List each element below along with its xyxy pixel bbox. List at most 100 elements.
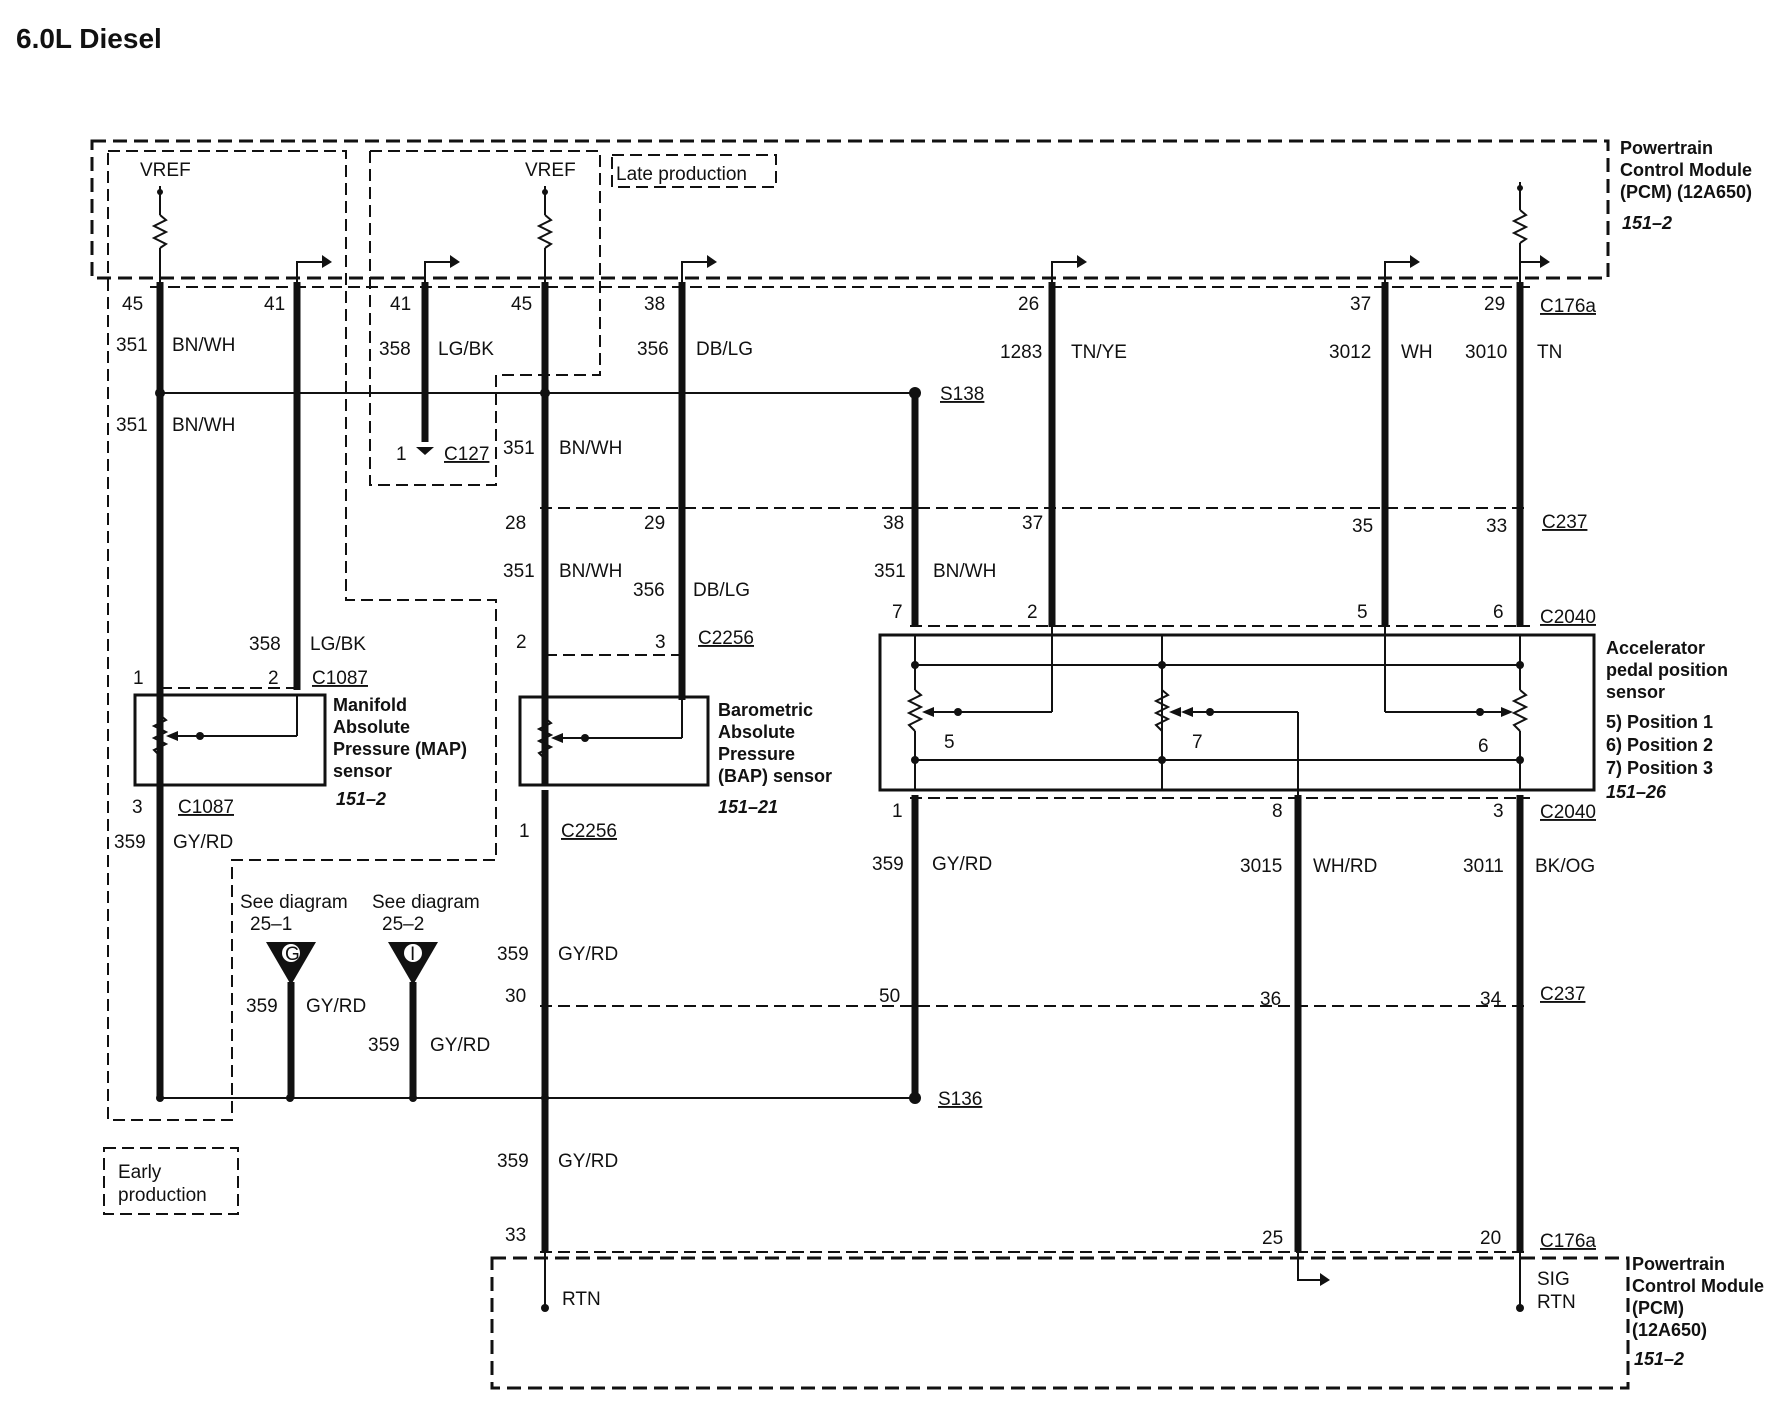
c176a-bottom-label: C176a bbox=[1540, 1231, 1596, 1252]
late-production-label: Late production bbox=[616, 164, 747, 185]
bap-sensor-ref: 151–21 bbox=[718, 797, 778, 817]
pin-number: 1 bbox=[519, 821, 530, 842]
wire-number: 358 bbox=[249, 634, 281, 655]
wire-color: BN/WH bbox=[172, 335, 235, 356]
vref-resistor-3 bbox=[1511, 182, 1529, 282]
wire-color: WH bbox=[1401, 342, 1433, 363]
wire-color: BN/WH bbox=[172, 415, 235, 436]
c237-top-label: C237 bbox=[1542, 512, 1587, 533]
pin-number: 41 bbox=[390, 294, 411, 315]
rtn-ground-icon bbox=[541, 1252, 549, 1312]
c2256-bottom-label: C2256 bbox=[561, 821, 617, 842]
map-sensor-label-2: Absolute bbox=[333, 717, 410, 737]
pin-number: 2 bbox=[268, 668, 279, 689]
sig-rtn-ground-icon bbox=[1516, 1252, 1524, 1312]
splice-dot bbox=[909, 1092, 921, 1104]
wire-number: 351 bbox=[503, 438, 535, 459]
c127-ground-icon bbox=[416, 447, 434, 455]
pin-number: 33 bbox=[1486, 516, 1507, 537]
splice-dot bbox=[909, 387, 921, 399]
bap-sensor-label-2: Absolute bbox=[718, 722, 795, 742]
pin-number: 38 bbox=[883, 513, 904, 534]
pcm-top-label-2: Control Module bbox=[1620, 160, 1752, 180]
wire-number: 351 bbox=[116, 415, 148, 436]
wire-number: 3012 bbox=[1329, 342, 1371, 363]
wire-number: 359 bbox=[246, 996, 278, 1017]
wire-number: 3011 bbox=[1463, 856, 1504, 877]
bap-sensor-resistor bbox=[536, 700, 683, 760]
bap-sensor-label: Barometric bbox=[718, 700, 813, 720]
pin-number: 37 bbox=[1350, 294, 1371, 315]
pin-number: 29 bbox=[644, 513, 665, 534]
sig-rtn-label-2: RTN bbox=[1537, 1292, 1576, 1313]
map-sensor-label-3: Pressure (MAP) bbox=[333, 739, 467, 759]
pin-number: 2 bbox=[516, 632, 527, 653]
pcm-top-boundary bbox=[90, 139, 1610, 280]
pin-number: 33 bbox=[505, 1225, 526, 1246]
wire-number: 356 bbox=[637, 339, 669, 360]
pin-number: 25 bbox=[1262, 1228, 1283, 1249]
pcm-bottom-label: Powertrain bbox=[1632, 1254, 1725, 1274]
wire-number: 3015 bbox=[1240, 856, 1282, 877]
pin-number: 28 bbox=[505, 513, 526, 534]
see-diagram-2-label: See diagram bbox=[372, 892, 480, 913]
wire-number: 356 bbox=[633, 580, 665, 601]
pin-number: 3 bbox=[1493, 801, 1504, 822]
early-production-outline bbox=[107, 150, 497, 1121]
early-production-box bbox=[103, 1147, 239, 1215]
wire-number: 351 bbox=[503, 561, 535, 582]
pin-number: 1 bbox=[892, 801, 903, 822]
pcm-bottom-label-3: (PCM) bbox=[1632, 1298, 1684, 1318]
app-sensor-internals bbox=[906, 627, 1529, 795]
app-position-2: 6) Position 2 bbox=[1606, 735, 1713, 755]
wire-color: BN/WH bbox=[933, 561, 996, 582]
app-sensor-box bbox=[878, 633, 1596, 792]
wire-color: GY/RD bbox=[558, 944, 618, 965]
pin-number: 26 bbox=[1018, 294, 1039, 315]
pcm-bottom-label-4: (12A650) bbox=[1632, 1320, 1707, 1340]
pin-number: 50 bbox=[879, 986, 900, 1007]
pin-number: 45 bbox=[511, 294, 532, 315]
wire-color: GY/RD bbox=[173, 832, 233, 853]
map-sensor-ref: 151–2 bbox=[336, 789, 386, 809]
wire-number: 351 bbox=[116, 335, 148, 356]
wire-number: 359 bbox=[872, 854, 904, 875]
wire-number: 359 bbox=[368, 1035, 400, 1056]
see-diagram-1-label-2: 25–1 bbox=[250, 914, 292, 935]
wire-number: 359 bbox=[497, 944, 529, 965]
wire-number: 3010 bbox=[1465, 342, 1507, 363]
see-diagram-2-symbol: I bbox=[410, 944, 415, 965]
sig-rtn-label: SIG bbox=[1537, 1269, 1570, 1290]
c2040-top-label: C2040 bbox=[1540, 607, 1596, 628]
pin-number: 6 bbox=[1493, 602, 1504, 623]
c176a-top-label: C176a bbox=[1540, 296, 1596, 317]
map-sensor-resistor bbox=[151, 695, 298, 757]
wire-color: GY/RD bbox=[932, 854, 992, 875]
map-sensor-box bbox=[133, 693, 327, 787]
pin-number: 41 bbox=[264, 294, 285, 315]
c1087-top-label: C1087 bbox=[312, 668, 368, 689]
see-diagram-1-label: See diagram bbox=[240, 892, 348, 913]
c127-label: C127 bbox=[444, 444, 489, 465]
see-diagram-2-icon bbox=[388, 942, 438, 985]
splice-dot bbox=[156, 1094, 164, 1102]
pin-number: 34 bbox=[1480, 989, 1502, 1010]
splice-dot bbox=[541, 1094, 549, 1102]
see-diagram-1-symbol: G bbox=[285, 944, 300, 965]
rtn-label: RTN bbox=[562, 1289, 601, 1310]
pcm-top-label-3: (PCM) (12A650) bbox=[1620, 182, 1752, 202]
wire-color: LG/BK bbox=[438, 339, 494, 360]
s138-label: S138 bbox=[940, 384, 984, 405]
wire-color: GY/RD bbox=[306, 996, 366, 1017]
c2256-top-label: C2256 bbox=[698, 628, 754, 649]
wire-color: DB/LG bbox=[696, 339, 753, 360]
pin-number: 3 bbox=[132, 797, 143, 818]
pin-number: 45 bbox=[122, 294, 143, 315]
splice-dot bbox=[155, 388, 165, 398]
map-sensor-label: Manifold bbox=[333, 695, 407, 715]
diagram-title: 6.0L Diesel bbox=[16, 23, 162, 54]
wire-color: WH/RD bbox=[1313, 856, 1377, 877]
pin-number: 1 bbox=[133, 668, 144, 689]
vref-resistor-2 bbox=[536, 186, 554, 282]
